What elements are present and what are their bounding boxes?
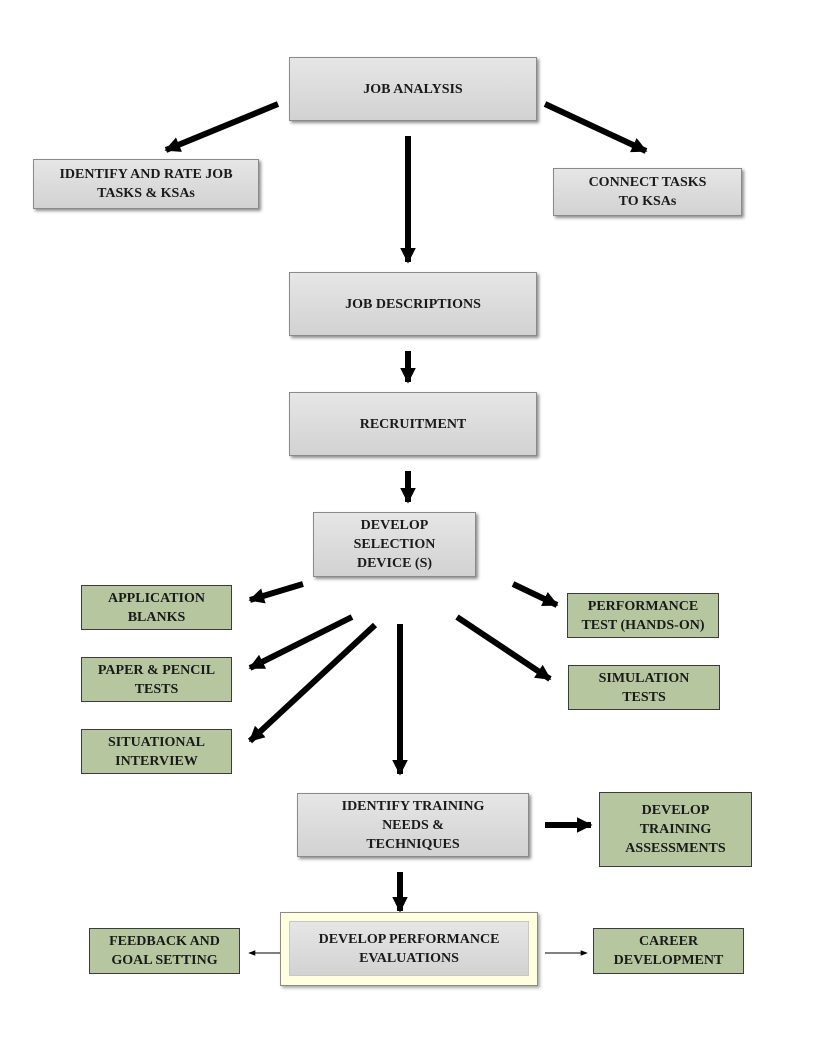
- develop-performance-evaluations-box: DEVELOP PERFORMANCE EVALUATIONS: [289, 921, 529, 976]
- identify-training-needs-label: IDENTIFY TRAINING NEEDS & TECHNIQUES: [341, 798, 485, 852]
- identify-rate-tasks-box: IDENTIFY AND RATE JOB TASKS & KSAs: [33, 159, 259, 209]
- simulation-tests-label: SIMULATION TESTS: [598, 670, 690, 705]
- arrow-selection-to-application-blanks: [248, 581, 304, 604]
- simulation-tests-box: SIMULATION TESTS: [568, 665, 720, 710]
- recruitment-box: RECRUITMENT: [289, 392, 537, 456]
- feedback-goal-setting-box: FEEDBACK AND GOAL SETTING: [89, 928, 240, 974]
- develop-training-assessments-box: DEVELOP TRAINING ASSESSMENTS: [599, 792, 752, 867]
- job-descriptions-label: JOB DESCRIPTIONS: [345, 296, 481, 312]
- paper-pencil-tests-label: PAPER & PENCIL TESTS: [97, 662, 216, 697]
- develop-selection-device-box: DEVELOP SELECTION DEVICE (S): [313, 512, 476, 577]
- develop-performance-evaluations-label: DEVELOP PERFORMANCE EVALUATIONS: [318, 931, 500, 966]
- job-analysis-box: JOB ANALYSIS: [289, 57, 537, 121]
- application-blanks-box: APPLICATION BLANKS: [81, 585, 232, 630]
- situational-interview-label: SITUATIONAL INTERVIEW: [108, 734, 205, 769]
- recruitment-label: RECRUITMENT: [359, 416, 467, 432]
- performance-test-box: PERFORMANCE TEST (HANDS-ON): [567, 593, 719, 638]
- arrow-selection-to-performance-test: [511, 581, 559, 608]
- develop-training-assessments-label: DEVELOP TRAINING ASSESSMENTS: [625, 803, 726, 856]
- application-blanks-label: APPLICATION BLANKS: [108, 590, 205, 625]
- job-analysis-label: JOB ANALYSIS: [363, 81, 463, 97]
- paper-pencil-tests-box: PAPER & PENCIL TESTS: [81, 657, 232, 702]
- career-development-box: CAREER DEVELOPMENT: [593, 928, 744, 974]
- career-development-label: CAREER DEVELOPMENT: [613, 934, 724, 968]
- arrow-selection-to-simulation-tests: [455, 614, 552, 682]
- job-descriptions-box: JOB DESCRIPTIONS: [289, 272, 537, 336]
- performance-test-label: PERFORMANCE TEST (HANDS-ON): [581, 598, 705, 633]
- feedback-goal-setting-label: FEEDBACK AND GOAL SETTING: [109, 934, 220, 968]
- connect-tasks-label: CONNECT TASKS TO KSAs: [588, 175, 707, 209]
- develop-selection-device-label: DEVELOP SELECTION DEVICE (S): [353, 518, 436, 571]
- identify-rate-tasks-label: IDENTIFY AND RATE JOB TASKS & KSAs: [59, 167, 233, 201]
- connect-tasks-box: CONNECT TASKS TO KSAs: [553, 168, 742, 216]
- identify-training-needs-box: IDENTIFY TRAINING NEEDS & TECHNIQUES: [297, 793, 529, 857]
- arrow-job-analysis-to-identify-rate: [164, 101, 280, 153]
- situational-interview-box: SITUATIONAL INTERVIEW: [81, 729, 232, 774]
- arrow-selection-to-paper-pencil: [248, 614, 354, 671]
- arrow-selection-to-situational-interview: [247, 622, 378, 744]
- arrow-job-analysis-to-connect-tasks: [543, 101, 648, 154]
